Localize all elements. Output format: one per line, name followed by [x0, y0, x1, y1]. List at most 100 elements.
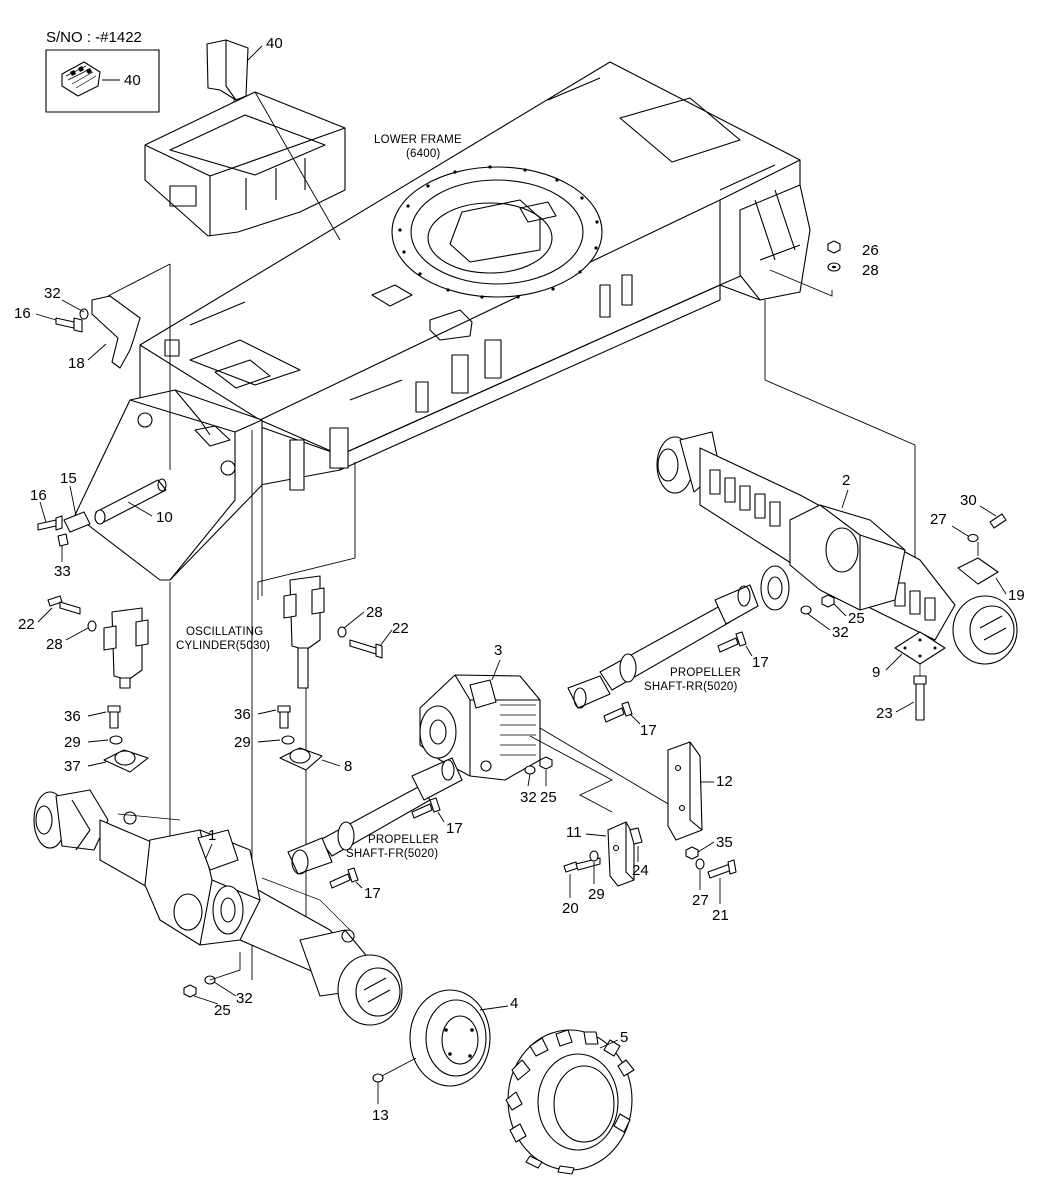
callout-12: 12	[716, 773, 733, 790]
oscillating-cylinder-label-line1: OSCILLATING	[186, 626, 263, 638]
callout-3: 3	[494, 642, 502, 659]
serial-number-label: S/NO : -#1422	[46, 29, 142, 46]
tire-tread	[505, 1029, 635, 1175]
washer-32-b	[800, 605, 812, 615]
callout-19: 19	[1008, 587, 1025, 604]
nut-26	[827, 240, 841, 254]
wheel-rim-4	[409, 989, 491, 1087]
callout-25-a: 25	[848, 610, 865, 627]
oscillating-cylinder-label-line2: CYLINDER(5030)	[176, 640, 270, 652]
callout-36-b: 36	[234, 706, 251, 723]
bracket-11	[607, 821, 635, 887]
bolt-22-a	[349, 639, 383, 659]
callout-15: 15	[60, 470, 77, 487]
callout-33: 33	[54, 563, 71, 580]
plate-9	[894, 631, 946, 665]
callout-16-b: 16	[30, 487, 47, 504]
callout-17-b: 17	[640, 722, 657, 739]
bolt-17-d	[329, 867, 359, 889]
rear-axle-2	[656, 431, 1018, 665]
propeller-shaft-rr-label-line1: PROPELLER	[670, 667, 741, 679]
callout-27-a: 27	[930, 511, 947, 528]
inset-frame	[45, 49, 160, 113]
callout-27-b: 27	[692, 892, 709, 909]
lower-frame-label-line2: (6400)	[406, 148, 440, 160]
callout-17-a: 17	[752, 654, 769, 671]
callout-11: 11	[566, 824, 582, 841]
callout-32-b: 32	[832, 624, 849, 641]
nut-25-b	[539, 756, 553, 770]
callout-28-left: 28	[46, 636, 63, 653]
nut-25-a	[821, 594, 835, 608]
callout-16-a: 16	[14, 305, 31, 322]
bolt-22-b	[47, 595, 81, 615]
bolt-30	[989, 513, 1007, 529]
callout-1: 1	[208, 827, 216, 844]
propeller-shaft-fr	[287, 757, 463, 875]
washer-32-c	[524, 765, 536, 775]
transmission-fins	[500, 704, 536, 756]
bolt-21	[707, 859, 737, 879]
mount-37	[103, 749, 149, 773]
bracket-12	[667, 741, 703, 841]
washer-29-b	[281, 735, 295, 745]
callout-26: 26	[862, 242, 879, 259]
washer-29-a	[109, 735, 123, 745]
valve-13	[372, 1073, 384, 1083]
propeller-shaft-rr-label-line2: SHAFT-RR(5020)	[644, 681, 738, 693]
plate-18	[91, 295, 141, 369]
callout-28-top: 28	[862, 262, 879, 279]
bolt-17-c	[411, 797, 441, 819]
callout-18: 18	[68, 355, 85, 372]
lower-frame	[74, 61, 811, 581]
callout-22-b: 22	[18, 616, 35, 633]
callout-10: 10	[156, 509, 173, 526]
callout-29-c: 29	[588, 886, 605, 903]
callout-8: 8	[344, 758, 352, 775]
callout-40-inset: 40	[124, 72, 141, 89]
callout-30: 30	[960, 492, 977, 509]
callout-37: 37	[64, 758, 81, 775]
nut-25-c	[183, 984, 197, 998]
plate-19	[957, 557, 999, 585]
washer-35	[685, 846, 699, 860]
callout-13: 13	[372, 1107, 389, 1124]
mount-8	[279, 747, 323, 771]
callout-29-b: 29	[234, 734, 251, 751]
bracket-40	[206, 39, 263, 160]
tire-5	[505, 1029, 635, 1175]
callout-9: 9	[872, 664, 880, 681]
propeller-shaft-fr-label-line1: PROPELLER	[368, 834, 439, 846]
bolt-36-b	[277, 705, 291, 729]
lower-frame-label-line1: LOWER FRAME	[374, 134, 462, 146]
callout-28-mid: 28	[366, 604, 383, 621]
serial-number-inset: S/NO : -#1422 40	[45, 29, 160, 113]
callout-25-c: 25	[214, 1002, 231, 1019]
callout-29-a: 29	[64, 734, 81, 751]
washer-32-a	[79, 308, 89, 320]
callout-23: 23	[876, 705, 893, 722]
callout-22-a: 22	[392, 620, 409, 637]
washer-28-top	[827, 262, 841, 272]
callout-20: 20	[562, 900, 579, 917]
grease-nipple-33	[57, 533, 69, 547]
propeller-shaft-rr	[567, 584, 759, 709]
front-axle-1	[33, 789, 403, 1026]
oscillating-cylinder-left	[103, 607, 149, 689]
bolt-17-a	[717, 631, 747, 653]
washer-28-mid	[337, 626, 347, 638]
oscillating-cylinder-right	[283, 575, 325, 689]
bolt-16-b	[37, 515, 63, 531]
bolt-36-a	[107, 705, 121, 729]
ring-bolt-holes	[398, 165, 599, 299]
pivot-pin-10	[94, 478, 167, 525]
callout-24: 24	[632, 862, 649, 879]
washer-29-c	[589, 850, 599, 862]
washer-27-b	[695, 858, 705, 870]
callout-32-c: 32	[520, 789, 537, 806]
bolt-17-b	[603, 701, 633, 723]
bolt-23	[913, 675, 927, 721]
washer-28-left	[87, 620, 97, 632]
callout-32-d: 32	[236, 990, 253, 1007]
